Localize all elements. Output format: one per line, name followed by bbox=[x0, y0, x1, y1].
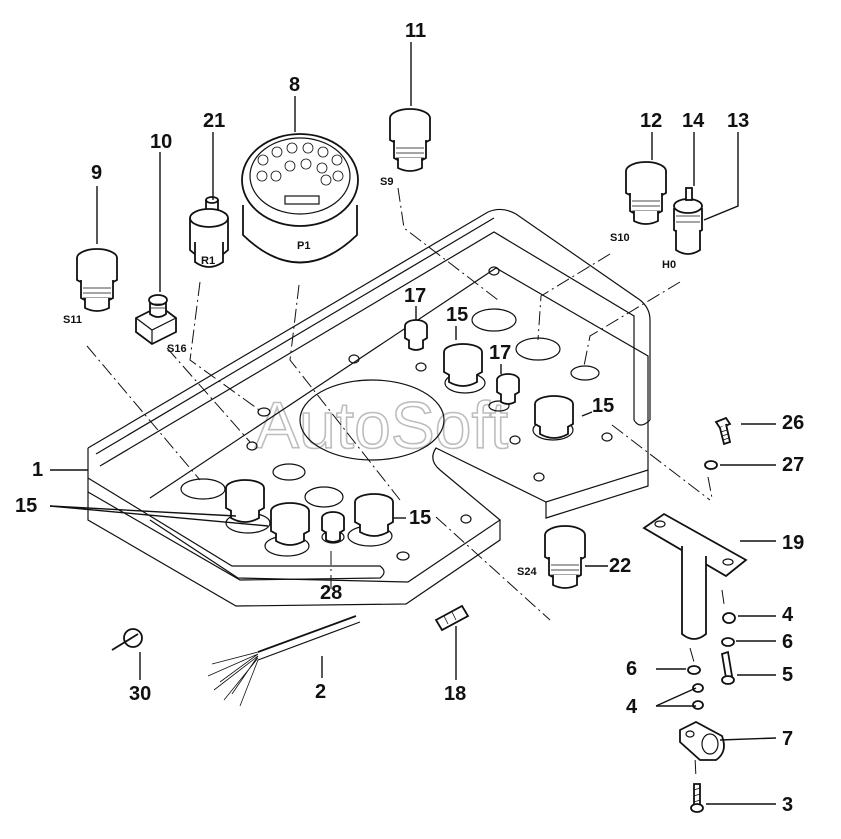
knob-15-e bbox=[534, 395, 574, 439]
screw-3 bbox=[690, 783, 704, 813]
part-number-9: 9 bbox=[91, 162, 102, 184]
screw-26 bbox=[714, 416, 732, 446]
cable-brush bbox=[207, 615, 361, 707]
switch-s16 bbox=[135, 294, 177, 346]
knob-15-d bbox=[443, 343, 483, 387]
part-number-11: 11 bbox=[405, 20, 426, 42]
plug-17-b bbox=[496, 373, 520, 405]
part-number-10: 10 bbox=[150, 131, 172, 153]
part-number-6-b: 6 bbox=[626, 658, 637, 680]
component-code-labels: P1 R1 S9 S10 H0 S11 S16 S24 bbox=[63, 176, 676, 578]
part-number-3: 3 bbox=[782, 794, 793, 816]
part-number-4-a: 4 bbox=[782, 604, 794, 626]
switch-s9 bbox=[389, 108, 431, 172]
part-number-19: 19 bbox=[782, 532, 804, 554]
part-number-7: 7 bbox=[782, 728, 793, 750]
screw-5 bbox=[720, 650, 735, 685]
code-p1: P1 bbox=[297, 240, 310, 252]
gauge-p1 bbox=[241, 133, 359, 264]
part-number-26: 26 bbox=[782, 412, 804, 434]
code-s9: S9 bbox=[380, 176, 393, 188]
part-number-labels: 11 8 21 10 9 12 14 13 17 15 17 15 1 15 1… bbox=[15, 20, 804, 816]
part-number-6-a: 6 bbox=[782, 631, 793, 653]
code-s10: S10 bbox=[610, 232, 630, 244]
panel-body bbox=[87, 208, 651, 607]
part-number-4-b: 4 bbox=[626, 696, 638, 718]
part-number-27: 27 bbox=[782, 454, 804, 476]
part-number-17-b: 17 bbox=[489, 342, 511, 364]
part-number-15-c: 15 bbox=[15, 495, 37, 517]
plug-17-a bbox=[404, 319, 428, 351]
part-number-22: 22 bbox=[609, 555, 631, 577]
washer-27 bbox=[704, 460, 718, 470]
switch-s10 bbox=[625, 161, 667, 225]
cable-tie-30 bbox=[111, 628, 143, 651]
part-number-14: 14 bbox=[682, 110, 705, 132]
washer-6-a bbox=[721, 637, 735, 647]
part-number-21: 21 bbox=[203, 110, 225, 132]
lamp-h0 bbox=[673, 187, 703, 255]
watermark: AutoSoft bbox=[255, 388, 508, 462]
code-s24: S24 bbox=[517, 566, 537, 578]
part-number-30: 30 bbox=[129, 683, 151, 705]
code-r1: R1 bbox=[201, 255, 215, 267]
switch-s24 bbox=[544, 525, 586, 589]
part-number-18: 18 bbox=[444, 683, 466, 705]
part-number-28: 28 bbox=[320, 582, 342, 604]
assembly-lines bbox=[86, 187, 725, 779]
code-s11: S11 bbox=[63, 314, 82, 326]
knob-15-b bbox=[270, 502, 310, 546]
washer-4-a bbox=[722, 612, 736, 624]
code-s16: S16 bbox=[167, 343, 187, 355]
part-number-13: 13 bbox=[727, 110, 749, 132]
part-number-1: 1 bbox=[32, 459, 43, 481]
switch-s11 bbox=[76, 248, 118, 312]
bracket-19 bbox=[642, 512, 748, 640]
part-number-17-a: 17 bbox=[404, 285, 426, 307]
washer-4-b bbox=[692, 683, 704, 693]
part-number-8: 8 bbox=[289, 74, 300, 96]
knob-15-c bbox=[354, 493, 394, 537]
leader-lines bbox=[49, 42, 777, 805]
part-number-15-a: 15 bbox=[446, 304, 468, 326]
washer-4-c bbox=[692, 700, 704, 710]
plug-28 bbox=[321, 511, 345, 543]
part-number-12: 12 bbox=[640, 110, 662, 132]
clamp-7 bbox=[679, 720, 725, 761]
part-number-5: 5 bbox=[782, 664, 793, 686]
washer-6-b bbox=[687, 665, 701, 675]
part-number-2: 2 bbox=[315, 681, 326, 703]
part-number-15-b: 15 bbox=[592, 395, 614, 417]
pin-18 bbox=[434, 604, 470, 632]
part-number-15-d: 15 bbox=[409, 507, 431, 529]
sensor-r1 bbox=[189, 196, 229, 268]
code-h0: H0 bbox=[662, 259, 676, 271]
